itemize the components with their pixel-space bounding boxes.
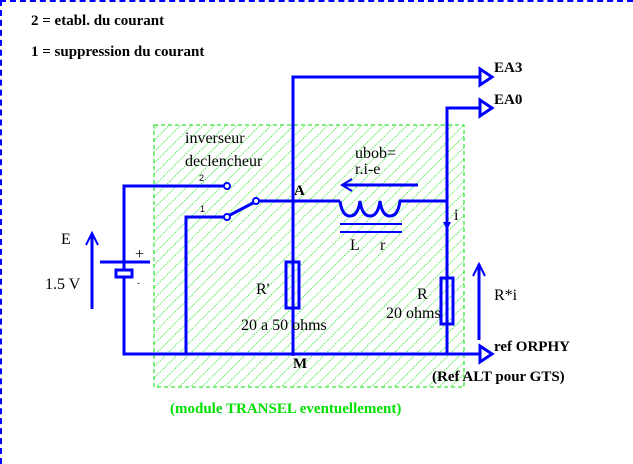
resistor-voltage-arrowhead bbox=[472, 261, 486, 277]
current-arrowhead bbox=[443, 222, 451, 230]
resistor-r-value: 20 ohms bbox=[386, 305, 441, 322]
resistor-r-prime-name: R' bbox=[256, 281, 270, 298]
coil-inductance-label: L bbox=[350, 237, 360, 254]
node-a-label: A bbox=[294, 183, 305, 199]
output-label-ea0: EA0 bbox=[494, 92, 522, 108]
coil-voltage-arrowhead bbox=[340, 178, 353, 192]
coil-voltage-line2: r.i-e bbox=[355, 161, 380, 178]
resistor-r-prime bbox=[284, 260, 301, 310]
module-caption: (module TRANSEL eventuellement) bbox=[170, 401, 401, 417]
battery-plate-negative bbox=[114, 268, 134, 279]
inductor-coil bbox=[338, 199, 447, 218]
resistor-r-name: R bbox=[417, 286, 428, 303]
module-region bbox=[153, 124, 465, 388]
node-m-label: M bbox=[293, 356, 307, 372]
legend-line-2: 2 = etabl. du courant bbox=[31, 13, 164, 29]
source-name: E bbox=[61, 231, 71, 248]
switch-position-1: 1 bbox=[200, 204, 205, 214]
switch-label-line1: inverseur bbox=[185, 130, 245, 147]
node-a-dot bbox=[291, 199, 295, 203]
coil-resistance-label: r bbox=[380, 237, 386, 254]
battery-minus-sign: - bbox=[137, 278, 140, 288]
battery-plus-sign: + bbox=[135, 246, 144, 263]
output-label-ref-alt: (Ref ALT pour GTS) bbox=[432, 369, 565, 385]
output-label-ref-orphy: ref ORPHY bbox=[494, 339, 570, 355]
wire-ground bbox=[122, 277, 480, 356]
node-m-dot bbox=[291, 352, 295, 356]
current-label: i bbox=[454, 207, 459, 224]
switch-label-line2: declencheur bbox=[185, 153, 263, 170]
resistor-voltage-label: R*i bbox=[494, 287, 518, 304]
output-label-ea3: EA3 bbox=[494, 60, 522, 76]
resistor-r bbox=[439, 276, 455, 326]
output-arrow-ea3 bbox=[478, 66, 495, 88]
wire-position-1 bbox=[184, 215, 226, 354]
coil-voltage-line1: ubob= bbox=[355, 145, 396, 162]
source-voltage-arrowhead bbox=[85, 230, 99, 246]
wire-ea0 bbox=[445, 106, 480, 354]
switch-position-2: 2 bbox=[199, 173, 204, 183]
legend-line-1: 1 = suppression du courant bbox=[31, 44, 204, 60]
switch-pivot bbox=[252, 197, 260, 205]
source-value: 1.5 V bbox=[45, 276, 81, 293]
switch-contact-2 bbox=[223, 182, 231, 190]
output-arrow-ref bbox=[478, 343, 495, 365]
switch-blade[interactable] bbox=[229, 201, 254, 217]
wire-position-2 bbox=[122, 184, 226, 270]
resistor-r-prime-value: 20 a 50 ohms bbox=[241, 317, 327, 334]
output-arrow-ea0 bbox=[478, 97, 495, 119]
switch-contact-1 bbox=[223, 213, 231, 221]
